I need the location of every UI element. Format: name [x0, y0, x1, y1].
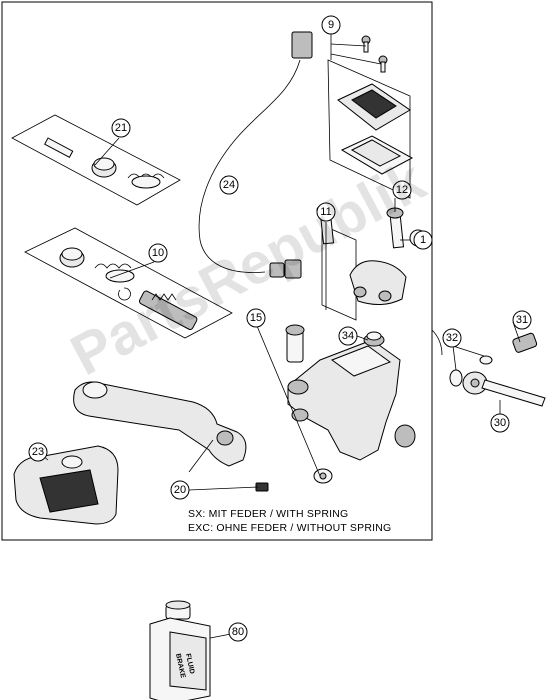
master-cylinder	[287, 339, 416, 461]
svg-text:24: 24	[223, 179, 235, 191]
brake-fluid-bottle: BRAKE FLUID	[149, 600, 211, 700]
brake-light-switch-cable	[198, 31, 313, 279]
callout-9[interactable]: 9	[321, 15, 341, 35]
brake-hose-fittings	[431, 329, 546, 407]
svg-text:12: 12	[396, 184, 408, 196]
callout-21[interactable]: 21	[111, 118, 131, 138]
callout-80[interactable]: 80	[228, 622, 248, 642]
svg-text:10: 10	[152, 247, 164, 259]
group-21-parts	[11, 114, 181, 206]
callout-32[interactable]: 32	[442, 328, 462, 348]
svg-text:21: 21	[115, 122, 127, 134]
svg-text:32: 32	[446, 332, 458, 344]
svg-text:20: 20	[174, 484, 186, 496]
bottle-label-line2: FLUID	[184, 653, 195, 675]
group-10-parts	[24, 227, 233, 339]
callout-20[interactable]: 20	[170, 480, 190, 500]
svg-text:1: 1	[420, 234, 426, 246]
callout-10[interactable]: 10	[148, 243, 168, 263]
svg-text:15: 15	[250, 312, 262, 324]
svg-text:31: 31	[516, 314, 528, 326]
callouts: 9 21 24 12 11 1 10 15	[28, 15, 532, 642]
note-sx: SX: MIT FEDER / WITH SPRING	[188, 508, 349, 520]
svg-text:80: 80	[232, 626, 244, 638]
svg-text:11: 11	[320, 206, 331, 218]
callout-12[interactable]: 12	[392, 180, 412, 200]
note-exc: EXC: OHNE FEDER / WITHOUT SPRING	[188, 522, 392, 534]
bleeder	[363, 331, 385, 347]
callout-31[interactable]: 31	[512, 310, 532, 330]
callout-30[interactable]: 30	[490, 413, 510, 433]
callout-15[interactable]: 15	[246, 308, 266, 328]
diagram-frame	[1, 1, 433, 541]
brake-lever	[73, 381, 247, 467]
callout-23[interactable]: 23	[28, 442, 48, 462]
callout-34[interactable]: 34	[338, 326, 358, 346]
callout-24[interactable]: 24	[219, 175, 239, 195]
svg-text:30: 30	[494, 417, 506, 429]
svg-text:34: 34	[342, 330, 354, 342]
svg-text:23: 23	[32, 446, 44, 458]
lever-guard	[13, 445, 119, 525]
group-9-parts	[327, 35, 414, 199]
callout-11[interactable]: 11	[316, 202, 336, 222]
svg-text:9: 9	[328, 19, 334, 31]
callout-1[interactable]: 1	[413, 230, 433, 250]
